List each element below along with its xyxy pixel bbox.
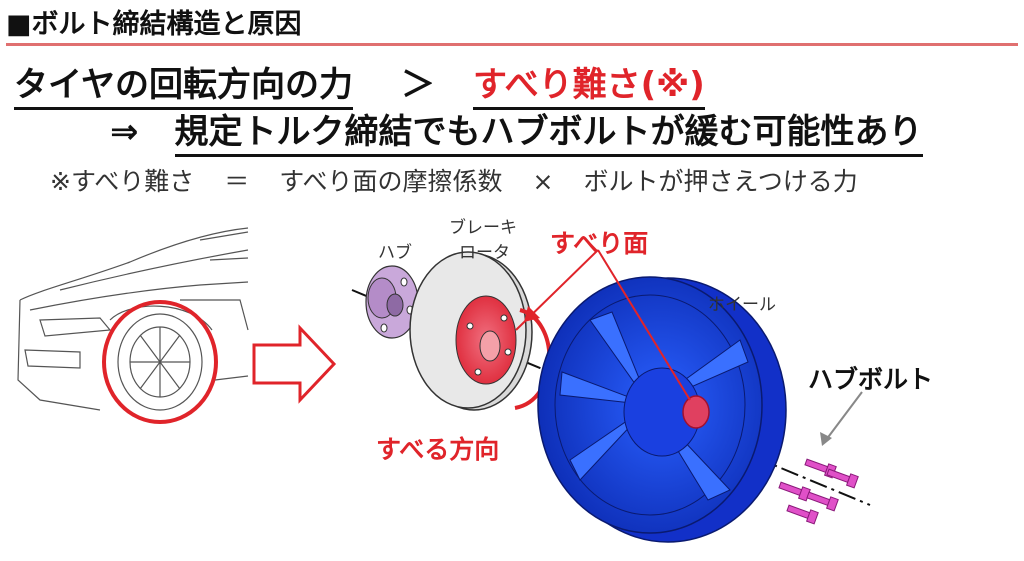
slip-surface-pointer-wheel — [597, 249, 691, 401]
brake-rotor-part — [409, 251, 533, 411]
tire-rotation-force-text: タイヤの回転方向の力 — [14, 57, 353, 110]
conclusion-statement: ⇒ 規定トルク締結でもハブボルトが緩む可能性あり — [110, 104, 923, 157]
car-sketch — [17, 227, 249, 411]
hub-bolt-label: ハブボルト — [808, 365, 934, 394]
section-title: ■ボルト締結構造と原因 — [6, 9, 302, 40]
slip-surface-pointer-rotor — [515, 249, 599, 331]
hub-part — [365, 265, 419, 339]
slip-resistance-text: すべり難さ(※) — [472, 57, 705, 110]
wheel-label: ホイール — [708, 295, 776, 315]
rotor-label-line1: ブレーキ — [449, 218, 517, 238]
main-statement: タイヤの回転方向の力 ＞ すべり難さ(※) — [14, 57, 705, 110]
wheel-part — [537, 276, 787, 543]
hub-bolts — [778, 458, 859, 525]
rotor-label-line2: ロータ — [459, 243, 510, 263]
greater-than-operator: ＞ — [400, 65, 435, 105]
note-prefix: ※すべり難さ — [50, 167, 195, 196]
hub-label: ハブ — [378, 243, 412, 263]
implies-arrow: ⇒ — [110, 112, 139, 152]
footnote-formula: ※すべり難さ ＝ すべり面の摩擦係数 × ボルトが押さえつける力 — [50, 162, 858, 198]
conclusion-text: 規定トルク締結でもハブボルトが緩む可能性あり — [174, 104, 923, 157]
note-equals: ＝ — [224, 167, 250, 196]
slip-surface-label: すべり面 — [550, 229, 649, 258]
title-divider — [6, 43, 1018, 46]
note-term-clamp-force: ボルトが押さえつける力 — [583, 167, 858, 196]
note-term-friction: すべり面の摩擦係数 — [279, 167, 503, 196]
transition-arrow-icon — [252, 324, 337, 404]
hub-bolt-pointer — [825, 391, 863, 441]
slip-direction-label: すべる方向 — [376, 435, 500, 464]
wheel-highlight-circle — [102, 300, 218, 424]
note-times: × — [532, 167, 554, 196]
